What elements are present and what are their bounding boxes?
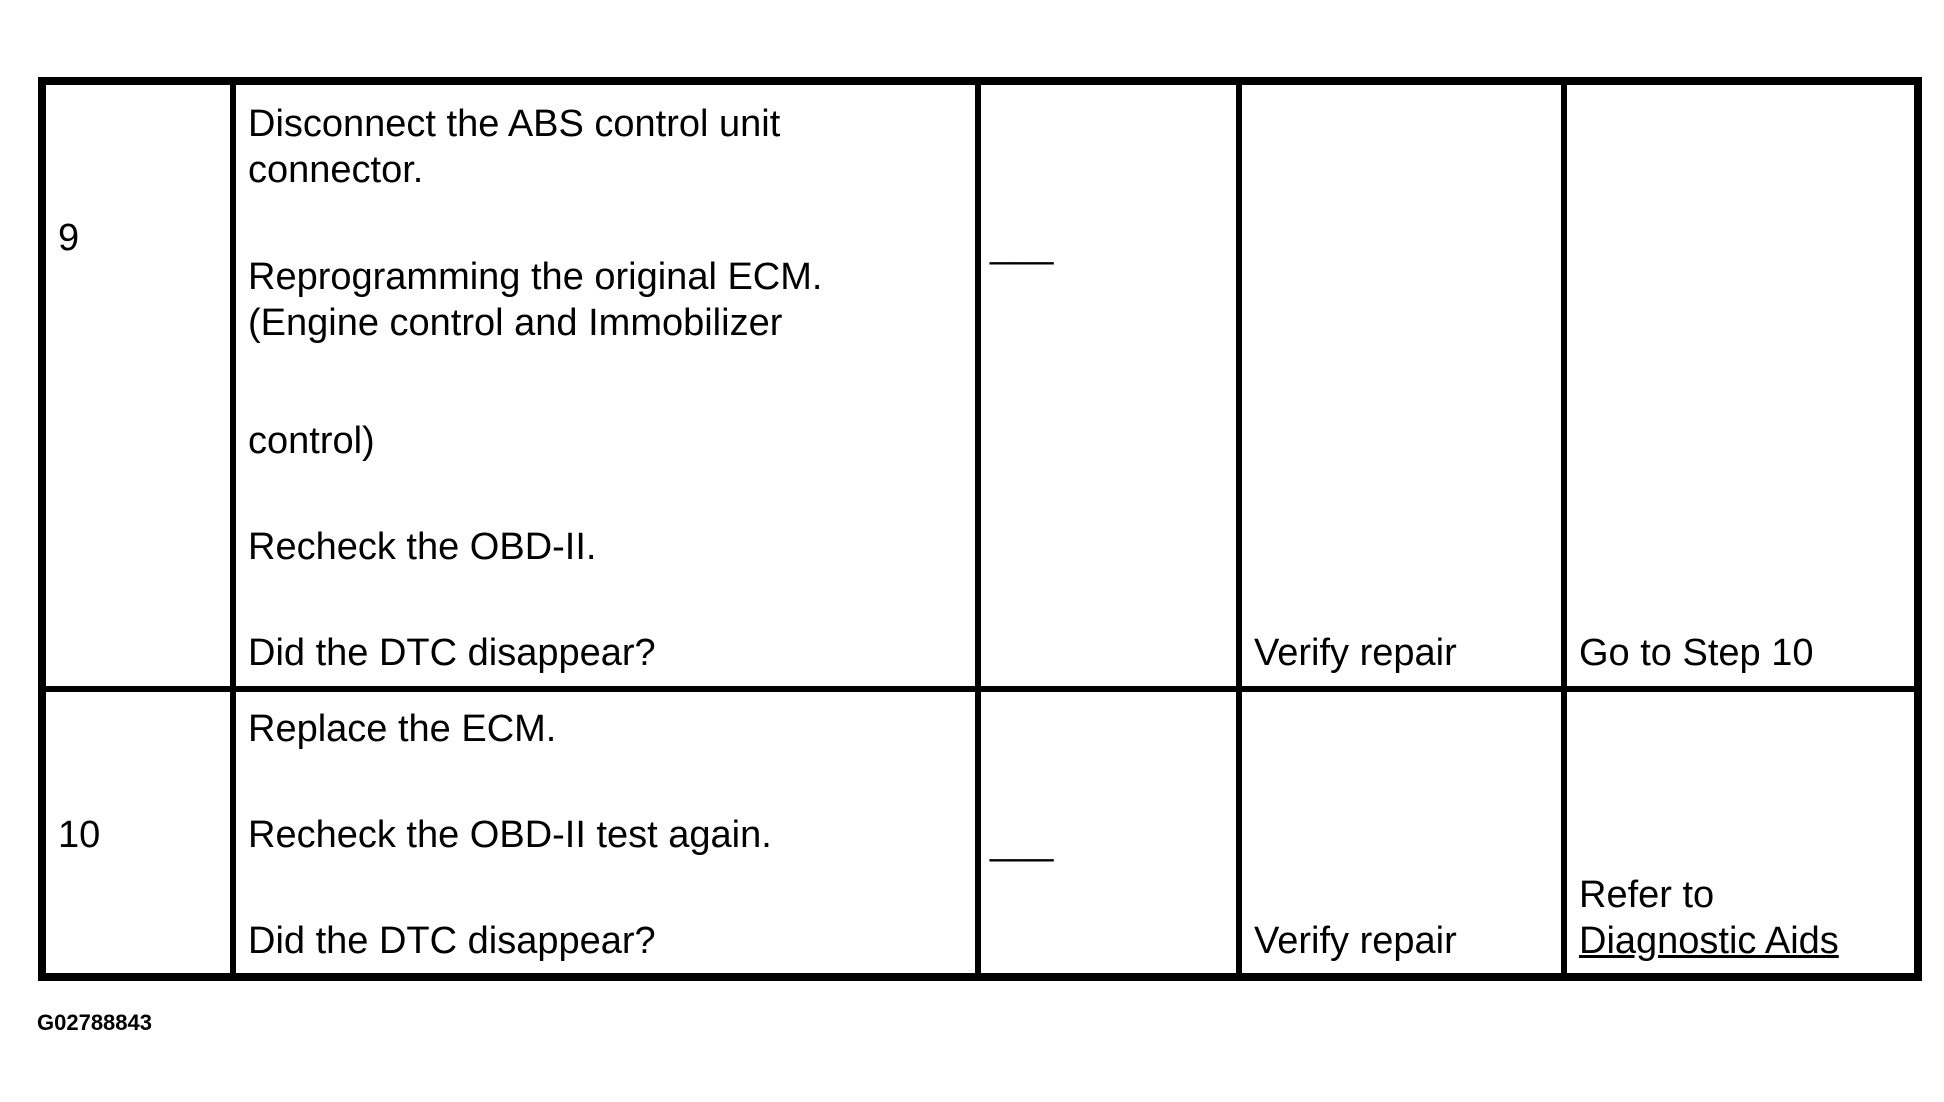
step-number-cell: 9 [39,78,236,692]
action-text-line: (Engine control and Immobilizer [248,302,783,344]
step-number: 10 [58,814,101,856]
yes-cell: Verify repair [1236,78,1567,692]
step-number: 9 [58,217,80,259]
no-result-prefix: Refer to [1579,874,1715,916]
action-text-line: Recheck the OBD-II. [248,526,597,568]
diagnostic-aids-link[interactable]: Diagnostic Aids [1579,920,1839,962]
action-text-line: Replace the ECM. [248,708,557,750]
figure-id: G02788843 [37,1010,152,1035]
no-cell: Refer to Diagnostic Aids [1561,686,1921,980]
value-blank: ___ [990,224,1054,266]
yes-result: Verify repair [1254,632,1457,674]
no-result: Go to Step 10 [1579,632,1814,674]
action-text-line: connector. [248,149,424,191]
table-row: 10 Replace the ECM. Recheck the OBD-II t… [39,686,1921,980]
action-cell: Replace the ECM. Recheck the OBD-II test… [230,686,981,980]
question-text: Did the DTC disappear? [248,632,656,674]
action-cell: Disconnect the ABS control unit connecto… [230,78,981,692]
action-text-line: Disconnect the ABS control unit [248,103,781,145]
question-text: Did the DTC disappear? [248,920,656,962]
value-cell: ___ [975,686,1242,980]
yes-result: Verify repair [1254,920,1457,962]
action-text-line: Recheck the OBD-II test again. [248,814,772,856]
table-row: 9 Disconnect the ABS control unit connec… [39,78,1921,692]
value-cell: ___ [975,78,1242,692]
action-text-line: Reprogramming the original ECM. [248,256,823,298]
action-text-line: control) [248,420,375,462]
yes-cell: Verify repair [1236,686,1567,980]
no-cell: Go to Step 10 [1561,78,1921,692]
value-blank: ___ [990,821,1054,863]
diagnostic-step-table: 9 Disconnect the ABS control unit connec… [38,77,1922,981]
step-number-cell: 10 [39,686,236,980]
